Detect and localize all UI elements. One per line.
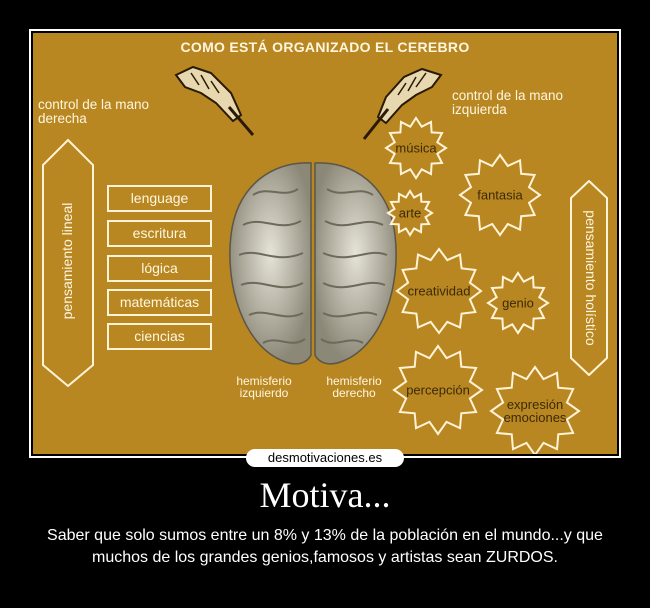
linear-arrow: [42, 138, 94, 388]
item-matematicas: matemáticas: [107, 289, 212, 316]
hemisphere-right-label: hemisferio derecho: [326, 374, 382, 400]
item-ciencias: ciencias: [107, 323, 212, 350]
poster-title: COMO ESTÁ ORGANIZADO EL CEREBRO: [180, 39, 470, 55]
star-percepcion: [392, 344, 484, 436]
left-hand-icon: [362, 67, 443, 140]
watermark-logo[interactable]: desmotivaciones.es: [246, 449, 404, 467]
star-musica-label: música: [395, 140, 437, 156]
creative-stars: [384, 116, 581, 454]
star-arte-label: arte: [398, 205, 422, 221]
star-genio-label: genio: [502, 295, 534, 311]
star-expresion: [489, 365, 581, 454]
star-musica: [384, 116, 448, 180]
star-arte: [386, 189, 434, 237]
star-creatividad: [395, 247, 483, 335]
star-fantasia-label: fantasia: [477, 187, 523, 203]
star-creatividad-label: creatividad: [407, 283, 471, 299]
brain-image: [229, 162, 397, 365]
item-escritura: escritura: [107, 220, 212, 247]
right-hand-icon: [174, 65, 255, 136]
holistic-arrow: [570, 180, 608, 376]
item-logica: lógica: [107, 255, 212, 282]
item-lenguage: lenguage: [107, 185, 212, 212]
poster-image: COMO ESTÁ ORGANIZADO EL CEREBRO control …: [33, 33, 617, 454]
left-control-label: control de la mano derecha: [38, 97, 150, 126]
hemisphere-left-label: hemisferio izquierdo: [236, 374, 292, 400]
right-control-label: control de la mano izquierda: [452, 88, 564, 117]
star-percepcion-label: percepción: [406, 382, 470, 398]
star-fantasia: [458, 153, 542, 237]
poster-caption: Saber que solo sumos entre un 8% y 13% d…: [47, 527, 603, 566]
poster-heading: Motiva...: [259, 475, 391, 515]
star-genio: [486, 271, 550, 335]
star-expresion-label: expresión emociones: [503, 397, 567, 425]
